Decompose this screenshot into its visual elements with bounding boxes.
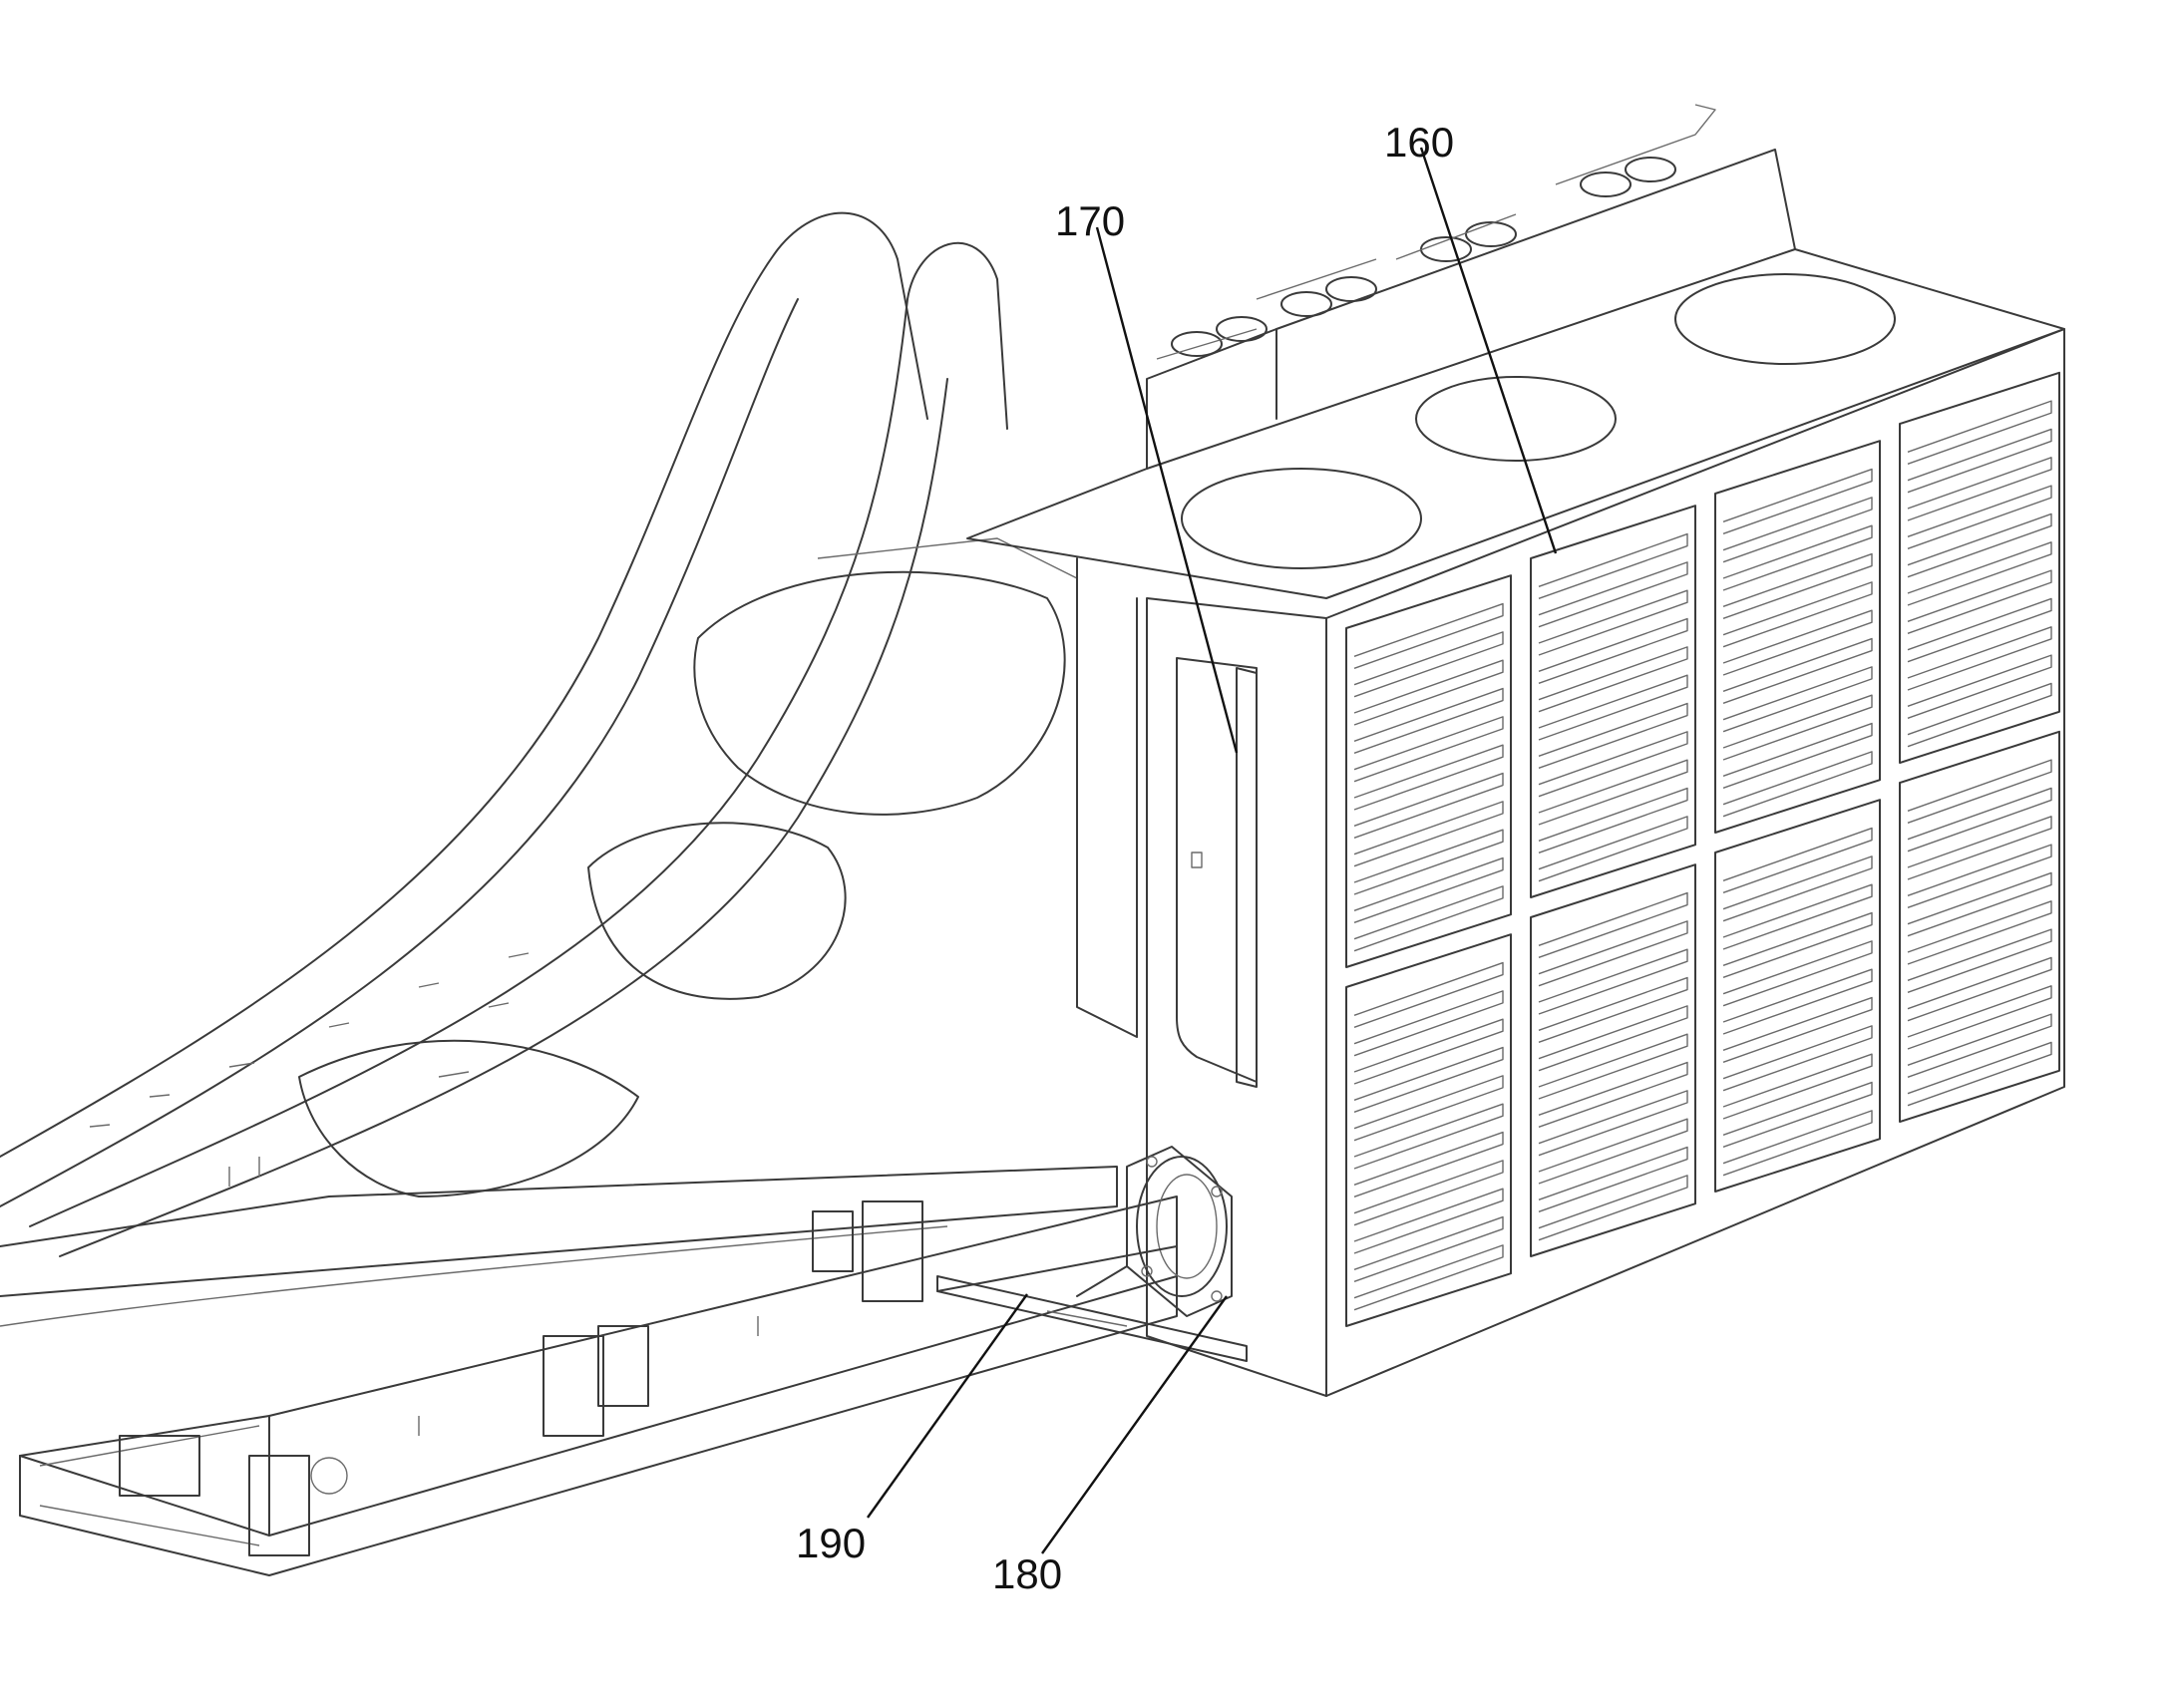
- enclosure-body: [966, 104, 2065, 1397]
- side-door-panel: [1176, 657, 1258, 1088]
- leader-lines: [867, 147, 1558, 1554]
- ref-numeral-160: 160: [1384, 119, 1454, 166]
- circular-port: [1126, 1146, 1233, 1317]
- louver-array: [1345, 371, 2060, 1327]
- base-skid: [936, 1245, 1248, 1362]
- chassis-frame: [0, 211, 1178, 1576]
- ref-numeral-170: 170: [1055, 197, 1125, 244]
- ref-numeral-190: 190: [796, 1520, 866, 1566]
- ref-numeral-180: 180: [992, 1550, 1062, 1597]
